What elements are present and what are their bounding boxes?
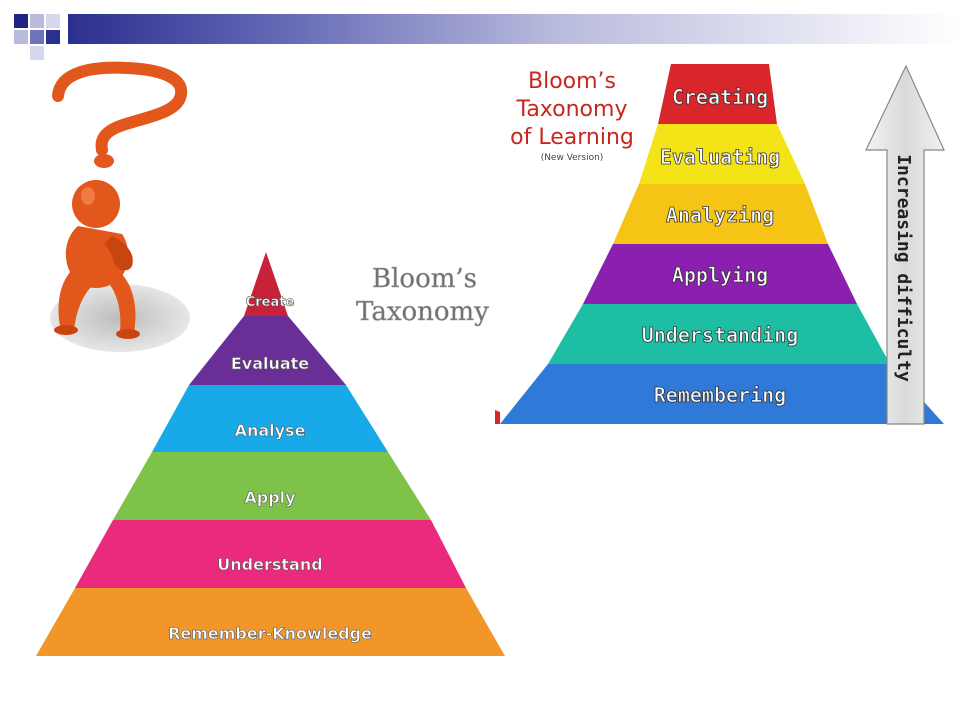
left-level-label: Understand: [217, 555, 322, 574]
right-level-label: Creating: [672, 85, 768, 109]
right-level-label: Evaluating: [660, 145, 780, 169]
increasing-difficulty-arrow: Increasing difficulty: [865, 64, 945, 425]
right-level-label: Analyzing: [666, 203, 774, 227]
left-level-analyse: [152, 385, 388, 452]
right-level-understanding: [548, 304, 890, 364]
right-level-label: Understanding: [642, 323, 799, 347]
right-level-remembering: [500, 364, 944, 424]
right-level-analyzing: [613, 184, 828, 244]
right-title-line2: Taxonomy: [516, 97, 628, 122]
deco-square-light: [30, 46, 44, 60]
right-subtitle: (New Version): [541, 153, 604, 163]
left-level-label: Remember-Knowledge: [168, 624, 372, 643]
right-level-creating: [658, 64, 777, 124]
left-level-apply: [113, 452, 431, 520]
left-title-line1: Bloom’s: [372, 264, 477, 294]
arrow-label: Increasing difficulty: [893, 154, 914, 382]
deco-square-light: [30, 14, 44, 28]
deco-square-dark: [14, 14, 28, 28]
thinking-person-icon: [49, 58, 191, 352]
right-pyramid: [495, 60, 946, 424]
deco-square-light: [14, 30, 28, 44]
figure-shadow: [50, 284, 190, 352]
left-level-understand: [75, 520, 466, 588]
deco-square-mid: [30, 30, 44, 44]
left-level-label: Evaluate: [231, 354, 309, 373]
right-level-evaluating: [639, 124, 805, 184]
left-level-label: Analyse: [235, 421, 306, 440]
right-level-applying: [583, 244, 857, 304]
left-level-remember: [36, 588, 505, 656]
header-gradient-bar: [68, 14, 960, 44]
deco-square-light: [46, 14, 60, 28]
question-mark-icon: [49, 58, 191, 168]
right-title-line3: of Learning: [510, 125, 634, 150]
left-level-label: Create: [246, 295, 295, 310]
left-level-create: [244, 252, 288, 316]
right-level-label: Remembering: [654, 383, 786, 407]
right-level-label: Applying: [672, 263, 768, 287]
left-level-evaluate: [189, 316, 346, 385]
right-title-line1: Bloom’s: [528, 69, 616, 94]
left-level-label: Apply: [244, 488, 296, 507]
deco-square-dark: [46, 30, 60, 44]
left-title-line2: Taxonomy: [356, 297, 489, 327]
left-pyramid: [36, 252, 505, 656]
